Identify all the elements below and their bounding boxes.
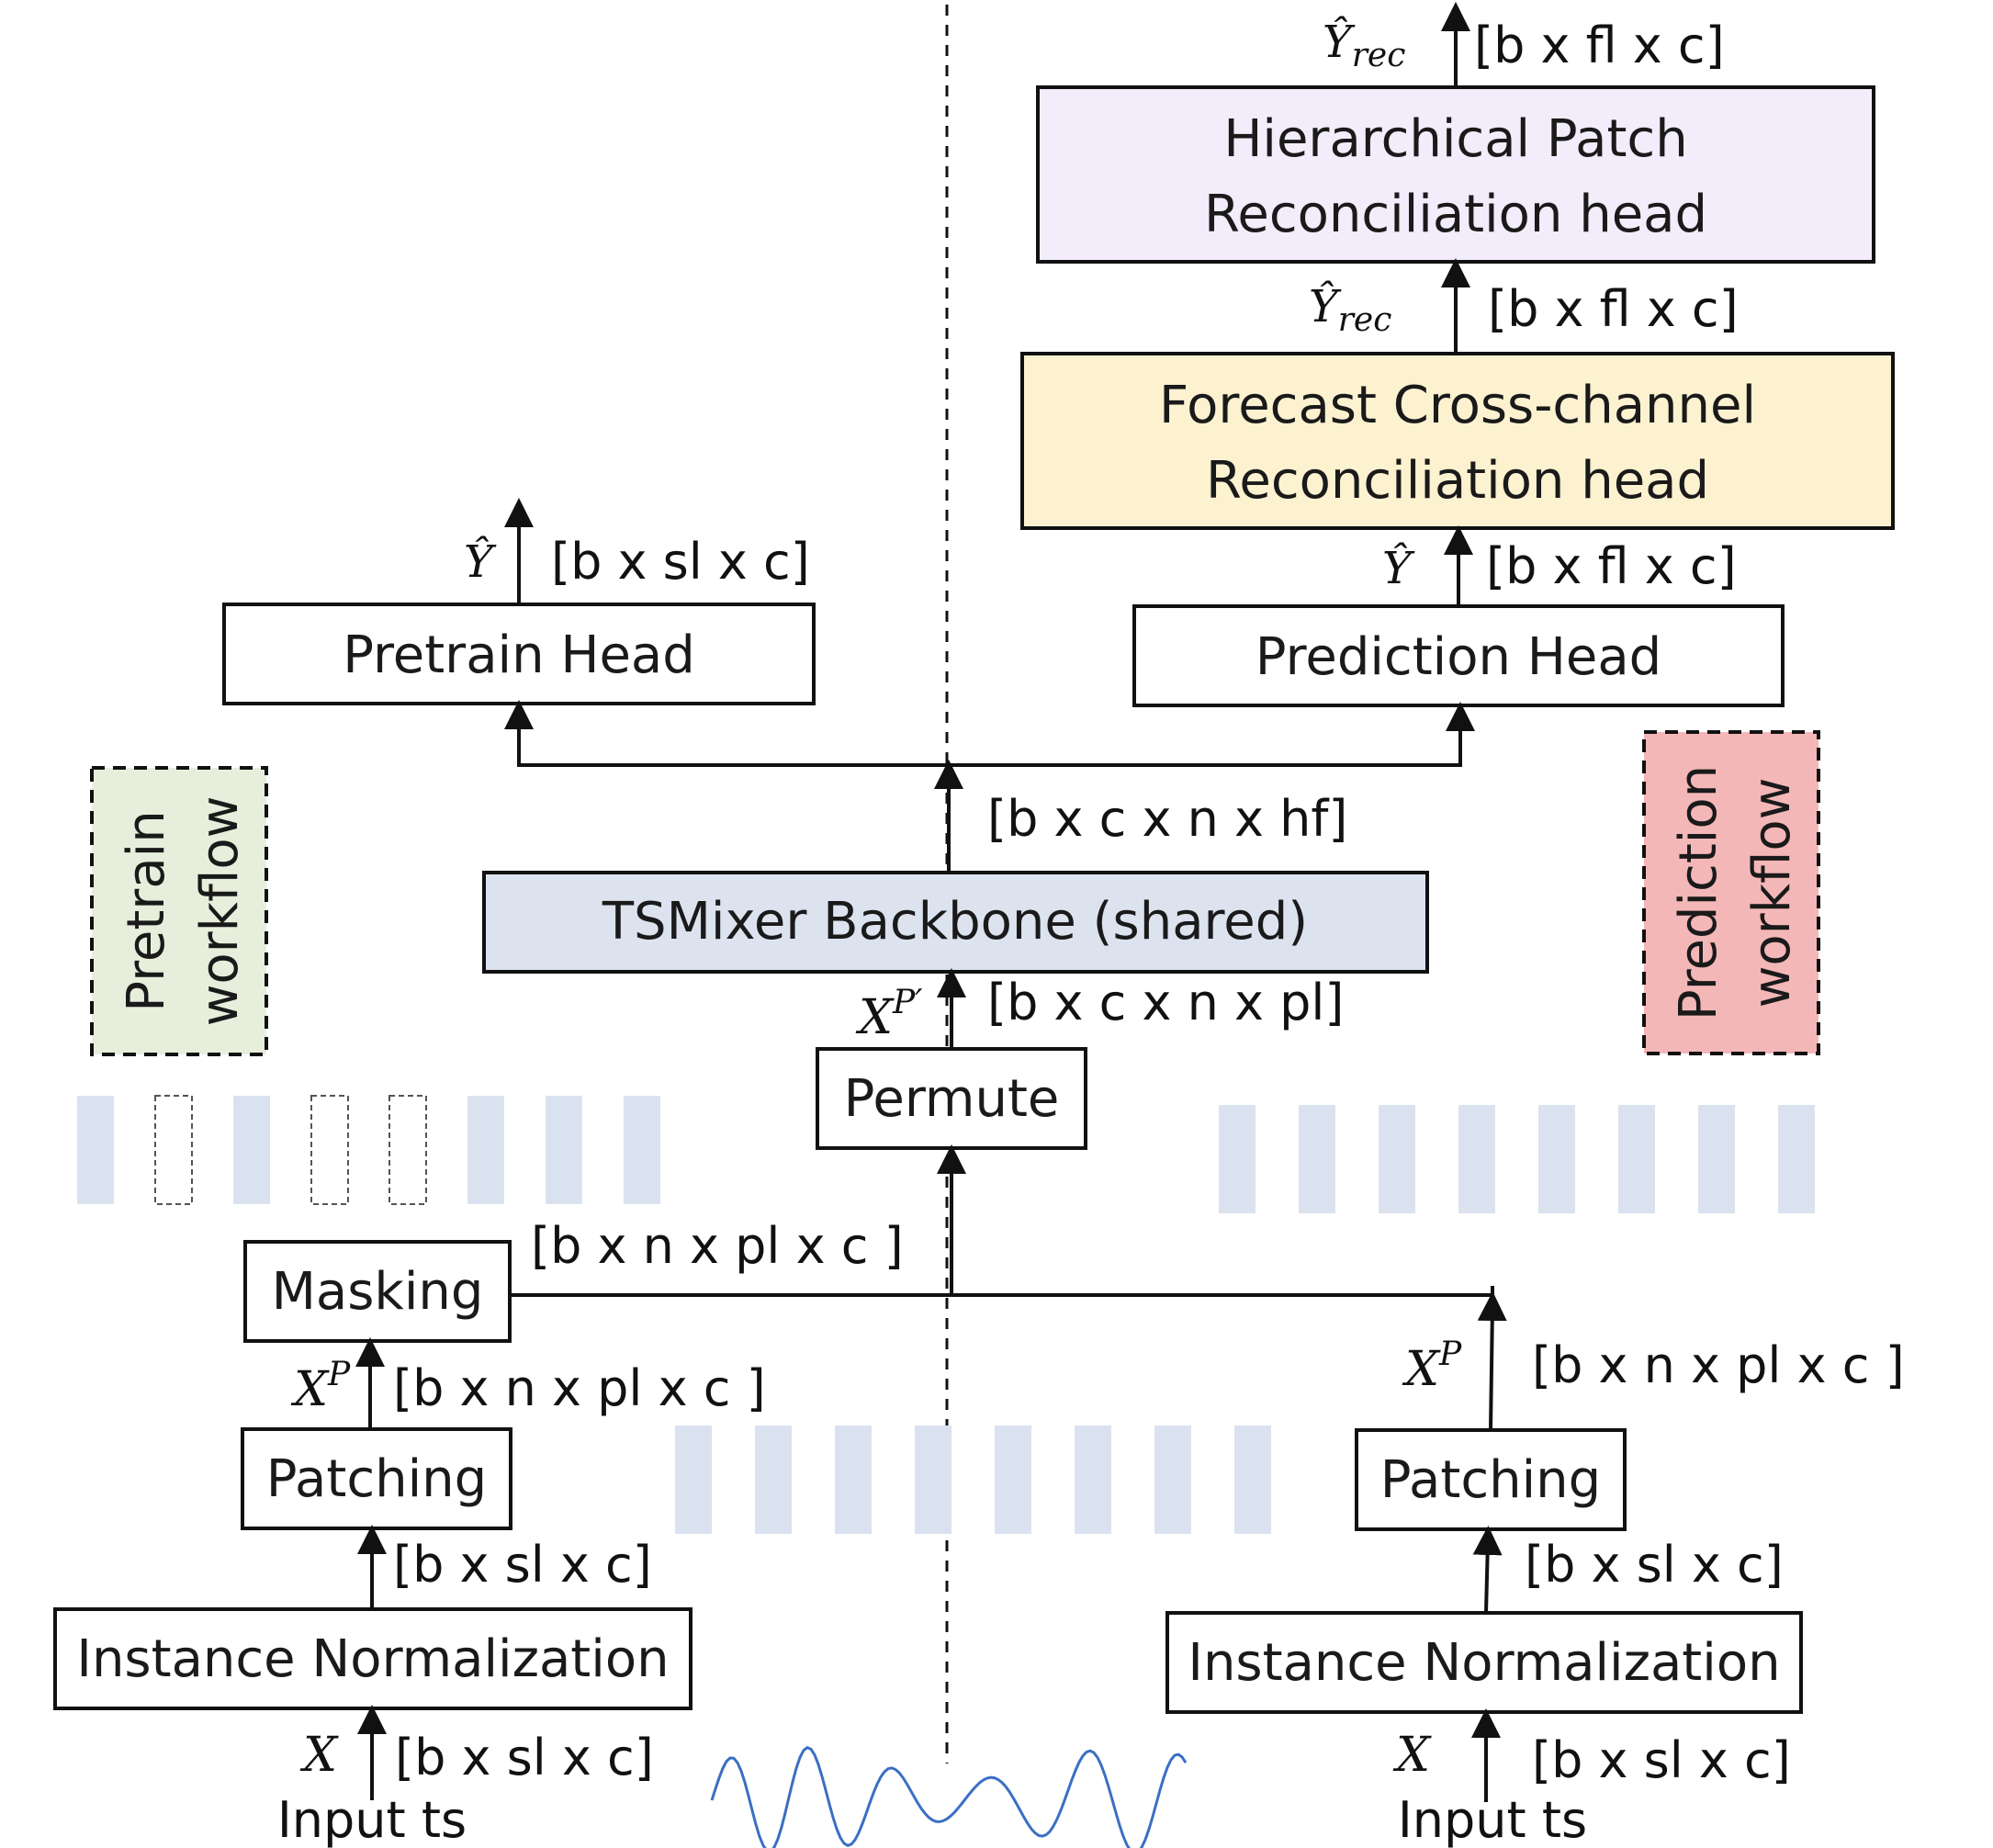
- input-right-label: Input ts: [1398, 1791, 1587, 1848]
- input-right-shape: [b x sl x c]: [1532, 1731, 1791, 1789]
- instnorm-right-label: Instance Normalization: [1188, 1633, 1780, 1693]
- masked-patch-bar: [154, 1095, 193, 1205]
- permute-box[interactable]: [816, 1047, 1087, 1150]
- x-right-symbol: X: [1392, 1728, 1432, 1783]
- masking-output-shape: [b x n x pl x c ]: [531, 1217, 904, 1275]
- patch-right-output-shape: [b x n x pl x c ]: [1532, 1336, 1905, 1394]
- patch-bar: [233, 1096, 270, 1204]
- patch-bar: [1458, 1105, 1495, 1213]
- patch-bar: [1154, 1425, 1191, 1534]
- patch-bar: [675, 1425, 712, 1534]
- patch-bar: [1075, 1425, 1111, 1534]
- patch-bar: [915, 1425, 951, 1534]
- hierarchical-head-line1: Hierarchical Patch: [1223, 109, 1687, 169]
- patch-bar: [1538, 1105, 1575, 1213]
- masked-patch-bar: [388, 1095, 427, 1205]
- patching-left-label: Patching: [266, 1449, 487, 1509]
- patch-bar: [755, 1425, 792, 1534]
- forecast-head-line2: Reconciliation head: [1206, 451, 1709, 511]
- patch-bars-top-right: [1219, 1105, 1815, 1213]
- backbone-output-shape: [b x c x n x hf]: [987, 790, 1347, 848]
- pretrain-head-label: Pretrain Head: [343, 625, 695, 685]
- forecast-input-shape: [b x fl x c]: [1486, 537, 1737, 595]
- x-left-symbol: X: [299, 1728, 339, 1783]
- patch-bar: [546, 1096, 582, 1204]
- pretrain-output-shape: [b x sl x c]: [551, 533, 810, 591]
- prediction-workflow-line1: Prediction: [1669, 765, 1728, 1020]
- masked-patch-bar: [310, 1095, 349, 1205]
- top-output-shape: [b x fl x c]: [1474, 17, 1725, 74]
- norm-right-output-shape: [b x sl x c]: [1525, 1536, 1784, 1594]
- time-series-wave: [710, 1745, 1188, 1848]
- forecast-head-line1: Forecast Cross-channel: [1159, 376, 1756, 435]
- masking-label: Masking: [272, 1262, 484, 1322]
- patch-bar: [1234, 1425, 1271, 1534]
- prediction-head-label: Prediction Head: [1255, 627, 1661, 687]
- pretrain-workflow-line1: Pretrain: [117, 810, 176, 1011]
- patch-bar: [1698, 1105, 1735, 1213]
- patch-bar: [624, 1096, 660, 1204]
- backbone-label: TSMixer Backbone (shared): [602, 892, 1308, 952]
- hier-input-shape: [b x fl x c]: [1488, 280, 1739, 338]
- y-hat-left-symbol: Ŷ: [464, 535, 497, 588]
- arrow-norm-to-patch-right: [1472, 1526, 1503, 1614]
- instnorm-right-box[interactable]: [1165, 1611, 1803, 1714]
- arrow-right-patch-up: [1477, 1291, 1507, 1431]
- permute-label: Permute: [844, 1069, 1060, 1129]
- patch-bar: [835, 1425, 872, 1534]
- patch-bar: [1778, 1105, 1815, 1213]
- patch-bar: [1219, 1105, 1255, 1213]
- patch-left-output-shape: [b x n x pl x c ]: [393, 1359, 766, 1417]
- hierarchical-head-line2: Reconciliation head: [1204, 185, 1707, 244]
- patch-bar: [1379, 1105, 1415, 1213]
- prediction-workflow-tag: [1642, 730, 1820, 1055]
- input-left-label: Input ts: [277, 1791, 467, 1848]
- patch-bars-bottom-middle: [675, 1425, 1271, 1534]
- pretrain-head[interactable]: [222, 603, 816, 705]
- merge-connector: [510, 1286, 1494, 1297]
- xp-right-symbol: XP: [1402, 1335, 1462, 1397]
- prediction-workflow-line2: workflow: [1742, 778, 1802, 1009]
- pretrain-workflow-tag: [90, 766, 268, 1056]
- patch-bar: [1618, 1105, 1655, 1213]
- patch-bar: [467, 1096, 504, 1204]
- patch-bars-top-left: [77, 1095, 660, 1205]
- pretrain-workflow-line2: workflow: [190, 796, 250, 1027]
- xp-prime-symbol: XP′: [855, 984, 922, 1045]
- patch-bar: [995, 1425, 1031, 1534]
- y-hat-right-symbol: Ŷ: [1382, 541, 1415, 594]
- instnorm-left-box[interactable]: [53, 1607, 692, 1710]
- input-left-shape: [b x sl x c]: [395, 1729, 654, 1786]
- prediction-head[interactable]: [1132, 604, 1785, 707]
- xp-left-symbol: XP: [290, 1356, 351, 1417]
- split-connector: [517, 726, 1462, 767]
- patch-bar: [77, 1096, 114, 1204]
- y-rec-mid-symbol: Ŷrec: [1309, 279, 1391, 339]
- instnorm-left-label: Instance Normalization: [76, 1629, 669, 1689]
- norm-left-output-shape: [b x sl x c]: [393, 1536, 652, 1594]
- y-rec-top-symbol: Ŷrec: [1323, 15, 1405, 74]
- patch-bar: [1299, 1105, 1335, 1213]
- patching-right-label: Patching: [1380, 1450, 1601, 1510]
- tsmixer-backbone[interactable]: [482, 871, 1429, 974]
- backbone-input-shape: [b x c x n x pl]: [987, 974, 1344, 1031]
